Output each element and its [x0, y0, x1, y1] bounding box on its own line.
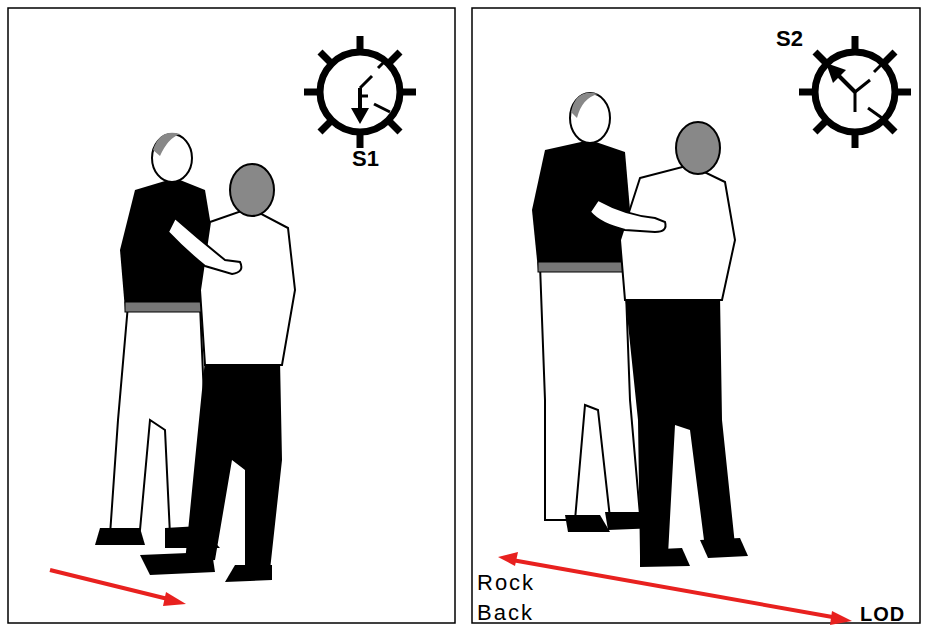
compass-ring [320, 52, 400, 132]
direction-arrow-shaft [358, 88, 362, 110]
compass-tick [374, 104, 390, 112]
compass-spike [883, 120, 895, 132]
compass-tick [855, 80, 870, 92]
shoe [225, 565, 272, 582]
compass-tick [854, 92, 857, 112]
shoe [700, 538, 748, 558]
compass-spike [320, 52, 332, 64]
compass-marks [360, 60, 390, 112]
direction-arrow-head [351, 108, 369, 124]
compass-spike [357, 36, 364, 52]
compass-ring [815, 52, 895, 132]
hair [676, 122, 720, 174]
trousers [625, 295, 735, 556]
shirt [200, 208, 295, 365]
arrow-head [498, 552, 518, 566]
compass-spike [883, 52, 895, 64]
direction-label: LOD [860, 602, 920, 626]
arrow-head [163, 592, 186, 606]
compass-spike [815, 52, 827, 64]
shoe [140, 552, 215, 575]
compass-spike [400, 89, 416, 96]
compass-spike [815, 120, 827, 132]
compass-spike [320, 120, 332, 132]
arm [590, 200, 666, 232]
arrow-head [830, 611, 852, 625]
compass-spike [304, 89, 320, 96]
belt [538, 262, 623, 272]
compass-spike [388, 52, 400, 64]
belt [125, 302, 207, 312]
compass-spike [852, 132, 859, 148]
compass-tick [868, 108, 882, 118]
hair [153, 133, 180, 156]
compass-spike [357, 132, 364, 148]
head [570, 93, 610, 143]
step-number: S1 [352, 146, 412, 172]
arm [168, 218, 241, 274]
hair [230, 164, 274, 216]
shoe [640, 548, 690, 567]
compass-spike [852, 36, 859, 52]
shirt [532, 140, 630, 270]
hair [571, 93, 598, 118]
compass-spike [388, 120, 400, 132]
trousers [185, 360, 282, 572]
direction-label: Rock Back [477, 568, 539, 628]
alignment-compass [799, 36, 911, 148]
trousers [110, 305, 205, 535]
compass-tick [360, 95, 368, 98]
compass-tick [378, 60, 386, 68]
panel-frame [472, 8, 920, 623]
trousers [540, 265, 640, 520]
alignment-compass [304, 36, 416, 148]
compass-tick [874, 64, 882, 72]
direction-arrow-head [826, 63, 846, 83]
shoe [565, 515, 610, 532]
panel-frame [8, 8, 455, 623]
shoe [95, 528, 145, 545]
compass-tick [360, 76, 372, 88]
direction-arrow [512, 560, 838, 618]
compass-spike [799, 89, 815, 96]
direction-arrow [50, 570, 172, 600]
compass-spike [895, 89, 911, 96]
shirt [620, 165, 735, 300]
step-number: S2 [776, 26, 836, 52]
